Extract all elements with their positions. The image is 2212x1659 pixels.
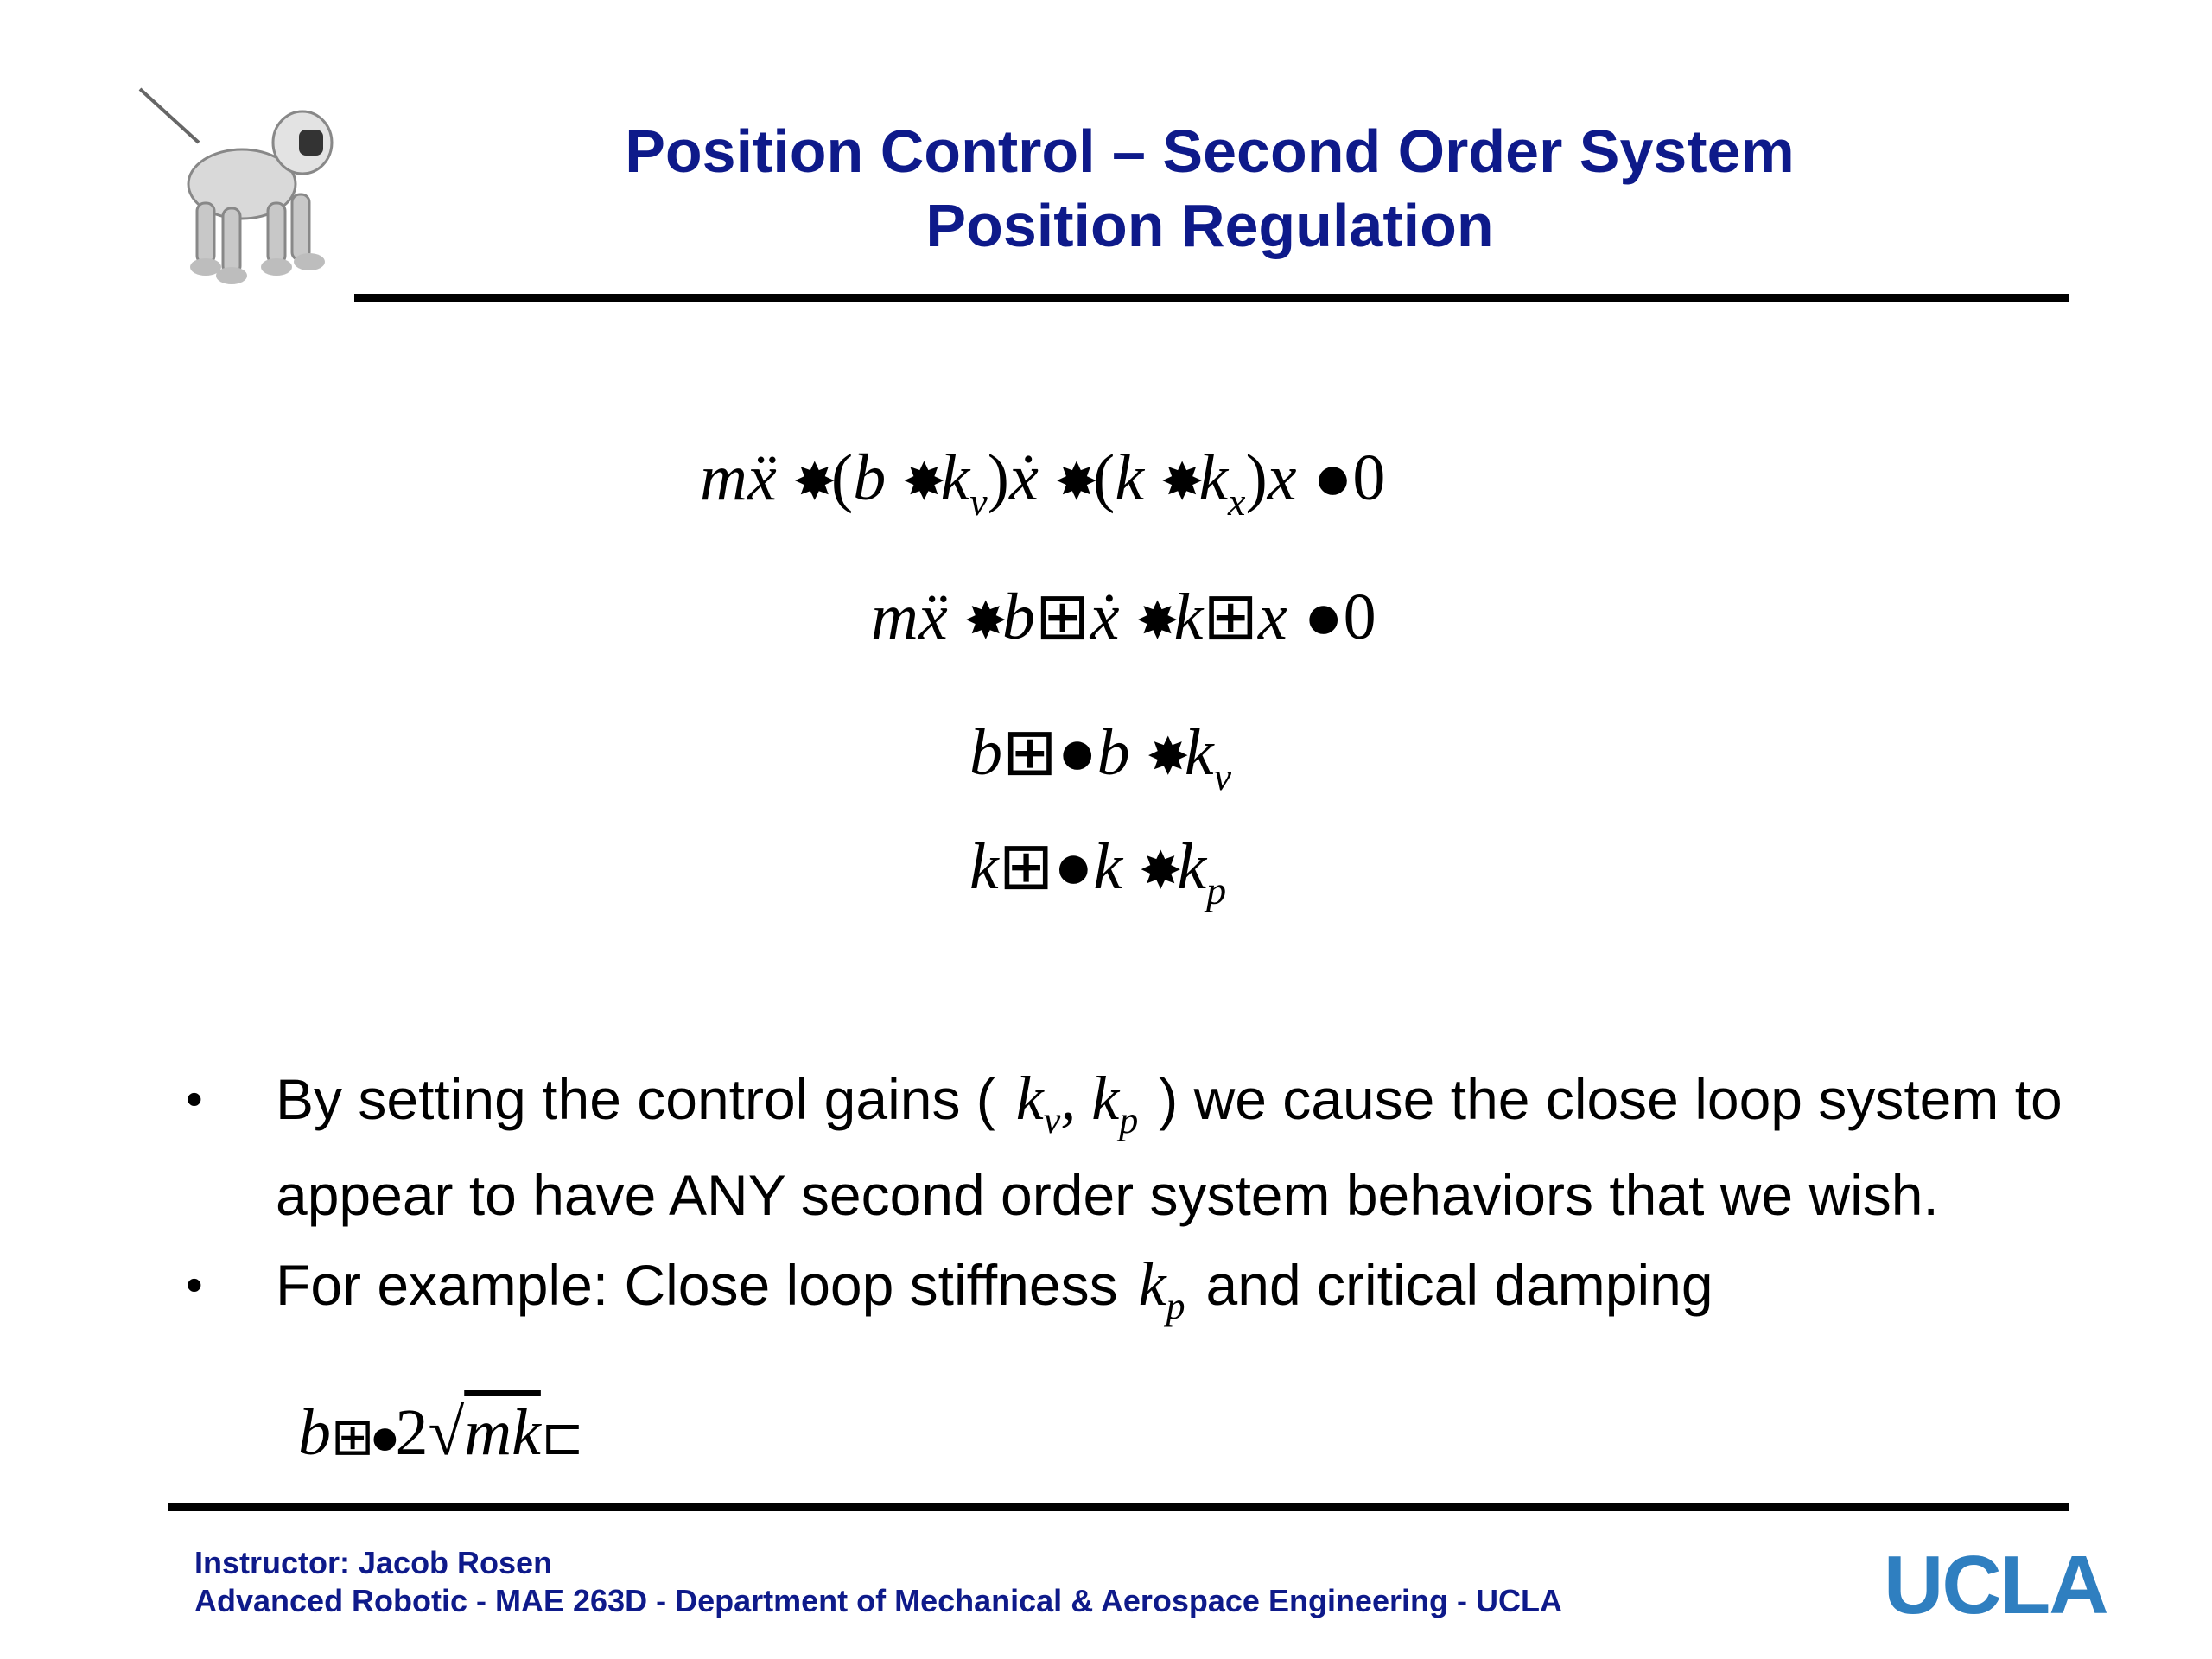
footer-instructor: Instructor: Jacob Rosen	[194, 1545, 553, 1580]
title-line-2: Position Regulation	[925, 192, 1494, 259]
bullet-mark: •	[186, 1257, 203, 1312]
equation-2: mẍ ✸b⊞ẋ ✸k⊞x ●0	[871, 581, 1376, 653]
inline-math-gains: kv, kp	[1015, 1064, 1139, 1141]
bottom-divider	[168, 1503, 2069, 1511]
robot-dog-logo-icon	[138, 87, 334, 284]
equation-3: b⊞●b ✸kv	[969, 716, 1232, 798]
bullet-item: • By setting the control gains (kv, kp) …	[186, 1061, 2069, 1233]
ucla-logo: UCLA	[1884, 1539, 2109, 1631]
bullet-list: • By setting the control gains (kv, kp) …	[186, 1061, 2069, 1344]
inline-math-kp: kp	[1138, 1249, 1185, 1327]
bullet-mark: •	[186, 1071, 203, 1126]
equation-1: mẍ ✸(b ✸kv)ẋ ✸(k ✸kx)x ●0	[700, 442, 1386, 524]
equation-4: k⊞●k ✸kp	[969, 830, 1227, 912]
footer-course: Advanced Robotic - MAE 263D - Department…	[194, 1583, 1562, 1618]
title-line-1: Position Control – Second Order System	[625, 118, 1795, 185]
top-divider	[354, 294, 2069, 302]
critical-damping-formula: b⊞●2√mk⊏	[298, 1396, 584, 1469]
